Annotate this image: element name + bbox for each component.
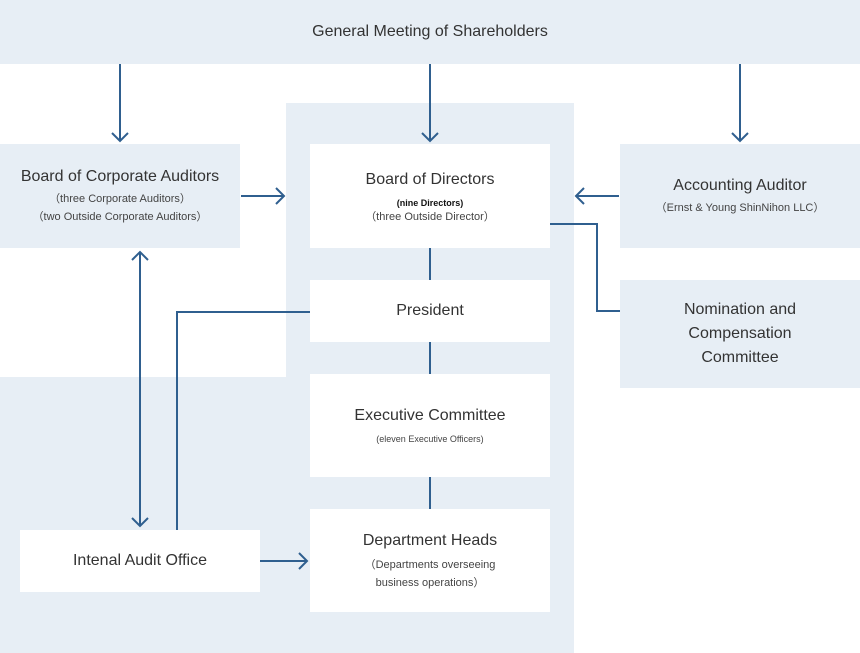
accounting-title: Accounting Auditor [673,177,807,195]
department-heads: Department Heads （Departments overseeing… [310,509,550,612]
executive-line1: (eleven Executive Officers) [376,434,484,445]
board-of-directors: Board of Directors (nine Directors) （thr… [310,144,550,248]
executive-committee: Executive Committee (eleven Executive Of… [310,374,550,477]
auditors-audit-office-arrowhead-top [131,250,149,261]
nomination-line3: Committee [701,349,779,366]
nomination-line1: Nomination and [683,301,797,318]
departments-line2: business operations） [375,576,485,589]
shareholders-to-auditors-arrowhead [111,132,129,143]
nomination-compensation-committee: Nomination and Compensation Committee [620,280,860,388]
auditors-title: Board of Corporate Auditors [20,168,220,186]
header-band [0,0,860,64]
audit-office-title: Intenal Audit Office [72,552,207,569]
departments-title: Department Heads [362,531,498,549]
shareholders-to-accounting-arrowhead [731,132,749,143]
directors-line2: （three Outside Director） [365,211,495,224]
accounting-to-directors-arrowhead [574,187,585,205]
president: President [310,280,550,342]
directors-title: Board of Directors [365,170,495,188]
departments-line1: （Departments overseeing [364,558,496,571]
nomination-line2: Compensation [688,325,792,342]
auditors-to-directors-arrowhead [275,187,286,205]
lower-left-panel [0,377,286,653]
internal-audit-office: Intenal Audit Office [20,530,260,592]
president-title: President [396,302,464,319]
auditors-line1: （three Corporate Auditors） [49,193,191,206]
executive-title: Executive Committee [354,407,506,425]
accounting-auditor: Accounting Auditor （Ernst & Young ShinNi… [620,144,860,248]
shareholders-meeting-label: General Meeting of Shareholders [312,23,548,40]
auditors-line2: （two Outside Corporate Auditors） [32,211,208,223]
directors-line1: (nine Directors) [396,197,464,208]
accounting-line1: （Ernst & Young ShinNihon LLC） [655,202,825,215]
board-of-corporate-auditors: Board of Corporate Auditors （three Corpo… [0,144,240,248]
